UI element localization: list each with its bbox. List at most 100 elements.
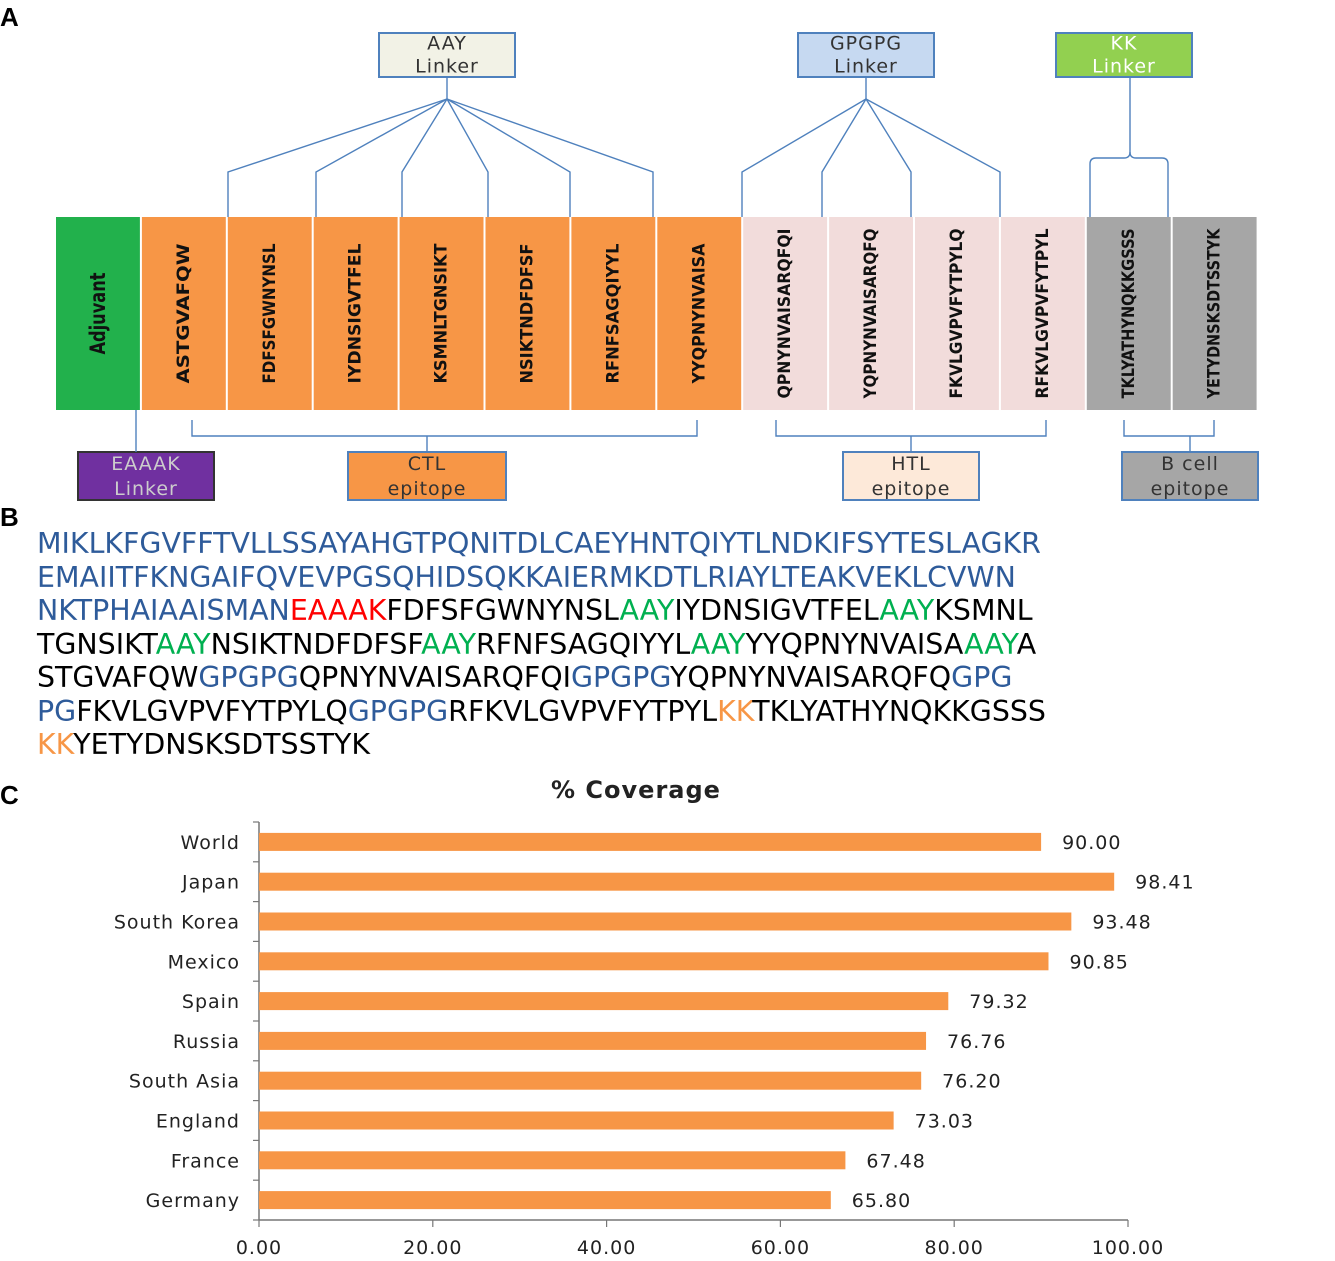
segment-block — [1086, 217, 1171, 410]
segment-label: YQPNYNVAISARQFQ — [861, 229, 881, 400]
sequence-run-black: RFKVLGVPVFYTPYL — [448, 694, 718, 728]
category-label: South Korea — [114, 912, 240, 934]
sequence-run-black: FKVLGVPVFYTPYLQ — [76, 694, 348, 728]
segment-adjuvant: Adjuvant — [56, 217, 140, 410]
ctl-bracket — [191, 420, 698, 437]
segment-block — [141, 217, 226, 410]
data-label: 79.32 — [969, 991, 1028, 1013]
segment-block — [56, 217, 140, 410]
segment-label: IYDNSIGVTFEL — [346, 243, 366, 383]
sequence-run-green: AAY — [964, 627, 1017, 661]
gpgpg-connector-branch — [741, 98, 867, 217]
data-label: 65.80 — [852, 1190, 911, 1212]
box-line-1: AAY — [427, 33, 467, 55]
sequence-run-black: A — [1016, 627, 1037, 661]
sequence-run-blue: GPGPG — [570, 661, 670, 694]
category-label: Spain — [182, 991, 240, 1013]
sequence-run-black: NSIKTNDFDFSF — [210, 627, 422, 661]
sequence-run-blue: PG — [37, 694, 77, 728]
bar — [259, 832, 1042, 851]
box-line-1: GPGPG — [830, 33, 902, 55]
chart-title: % Coverage — [551, 776, 721, 804]
x-tick-label: 40.00 — [577, 1237, 636, 1259]
sequence-run-green: AAY — [879, 594, 935, 627]
box-frame — [797, 32, 935, 78]
data-label: 67.48 — [866, 1150, 925, 1172]
segment-ctl: FDFSFGWNYNSL — [227, 217, 312, 410]
gpgpg-connector-branch — [821, 98, 867, 217]
category-label: Russia — [173, 1031, 240, 1053]
gpgpg-connector-branch — [865, 98, 1001, 217]
category-label: Mexico — [168, 951, 240, 973]
segment-label: YYQPNYNVAISA — [689, 243, 709, 385]
segment-block — [485, 217, 570, 410]
box-line-2: epitope — [872, 478, 951, 500]
vaccine-sequence: MIKLKFGVFFTVLLSSAYAHGTPQNITDLCAEYHNTQIYT… — [37, 527, 1332, 762]
panel-label-c: C — [0, 780, 19, 810]
x-tick-label: 0.00 — [236, 1237, 282, 1259]
data-label: 90.00 — [1062, 832, 1121, 854]
aay-connector-branch — [401, 98, 448, 217]
bar — [259, 1111, 894, 1130]
box-line-2: epitope — [1151, 478, 1230, 500]
category-label: Germany — [146, 1190, 240, 1212]
segment-bcell: YETYDNSKSDTSSTYK — [1172, 217, 1257, 410]
bcell-epitope-box: B cell epitope — [1121, 451, 1259, 501]
bar — [259, 1191, 831, 1210]
category-label: England — [156, 1111, 240, 1133]
sequence-run-orange: KK — [717, 694, 753, 728]
segment-htl: FKVLGVPVFYTPYLQ — [915, 217, 999, 410]
box-line-1: KK — [1111, 33, 1138, 55]
segment-htl: RFKVLGVPVFYTPYL — [1000, 217, 1085, 410]
segment-block — [829, 217, 913, 410]
kk-connector-branch — [1089, 77, 1131, 217]
segment-ctl: YYQPNYNVAISA — [657, 217, 742, 410]
sequence-line: MIKLKFGVFFTVLLSSAYAHGTPQNITDLCAEYHNTQIYT… — [37, 527, 1329, 561]
sequence-run-green: AAY — [619, 594, 675, 627]
bar — [259, 952, 1049, 971]
sequence-run-black: FDFSFGWNYNSL — [386, 594, 620, 627]
segment-label: KSMNLTGNSIKT — [432, 243, 452, 383]
segment-htl: YQPNYNVAISARQFQ — [829, 217, 913, 410]
aay-connector-branch — [227, 98, 448, 217]
sequence-line: EMAIITFKNGAIFQVEVPGSQHIDSQKKAIERMKDTLRIA… — [37, 561, 1329, 595]
box-frame — [1055, 32, 1193, 78]
sequence-run-green: AAY — [155, 627, 211, 661]
category-label: World — [181, 832, 240, 854]
segment-htl: QPNYNVAISARQFQI — [743, 217, 828, 410]
box-line-1: HTL — [891, 453, 930, 475]
sequence-line: NKTPHAIAAISMANEAAAKFDFSFGWNYNSLAAYIYDNSI… — [37, 594, 1329, 628]
sequence-run-blue: NKTPHAIAAISMAN — [37, 594, 290, 627]
sequence-run-blue: GPGPG — [347, 694, 449, 728]
sequence-line: KKYETYDNSKSDTSSTYK — [37, 728, 1329, 762]
kk-connector-branch — [1129, 151, 1169, 217]
bar — [259, 872, 1115, 891]
segment-ctl: KSMNLTGNSIKT — [399, 217, 484, 410]
sequence-run-black: YYQPNYNVAISA — [745, 627, 965, 661]
category-label: France — [171, 1150, 240, 1172]
box-line-1: B cell — [1161, 453, 1219, 475]
segment-ctl: RFNFSAGQIYYL — [571, 217, 656, 410]
segment-label: FKVLGVPVFYTPYLQ — [947, 228, 967, 398]
bar — [259, 1151, 846, 1170]
segment-label: RFKVLGVPVFYTPYL — [1033, 228, 1053, 398]
htl-bracket — [775, 420, 1047, 437]
segment-bcell: TKLYATHYNQKKGSSS — [1086, 217, 1171, 410]
x-tick-label: 60.00 — [751, 1237, 810, 1259]
data-label: 98.41 — [1135, 872, 1194, 894]
sequence-line: PGFKVLGVPVFYTPYLQGPGPGRFKVLGVPVFYTPYLKKT… — [37, 695, 1329, 729]
box-line-2: Linker — [415, 56, 479, 78]
bar — [259, 912, 1072, 931]
aay-connector-branch — [315, 98, 448, 217]
segment-block — [571, 217, 656, 410]
sequence-run-green: AAY — [421, 627, 477, 661]
data-label: 93.48 — [1092, 912, 1151, 934]
segment-block — [657, 217, 742, 410]
data-label: 76.76 — [947, 1031, 1006, 1053]
bar — [259, 1031, 927, 1050]
